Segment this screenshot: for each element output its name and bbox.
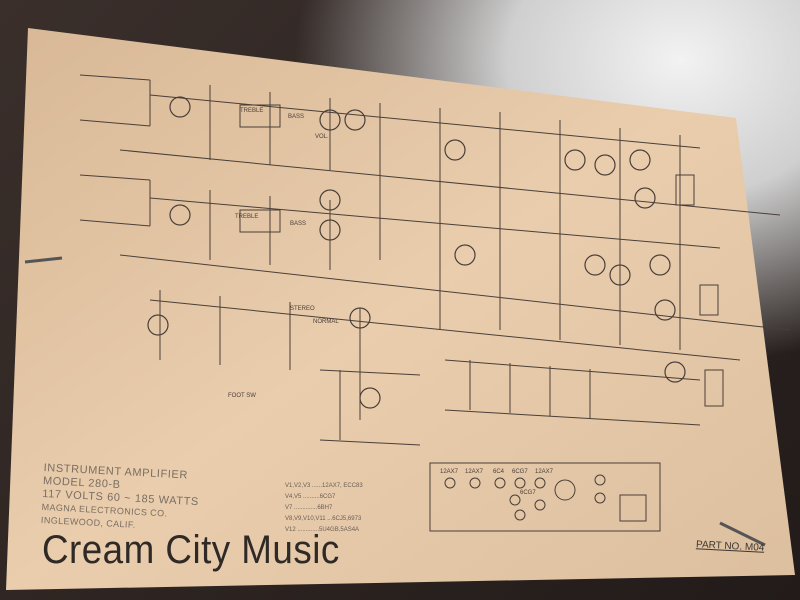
paper-sheet	[6, 28, 795, 590]
tube-type-v8: V8,V9,V10,V11 ...6CJ5,6973	[285, 516, 362, 522]
tube-symbols	[147, 96, 686, 409]
label-foot-sw: FOOT SW	[228, 393, 256, 399]
tube-type-v7: V7 ..............6BH7	[285, 505, 333, 511]
staple-right	[719, 521, 766, 547]
tube-list-3: 6C4	[493, 469, 505, 475]
tube-type-v12: V12 .............5U4GB,5AS4A	[285, 527, 359, 533]
label-normal: NORMAL	[313, 319, 339, 325]
label-bass: BASS	[290, 221, 306, 227]
label-treble: TREBLE	[235, 214, 258, 220]
staple-left	[24, 256, 63, 264]
circuit-lines	[79, 74, 791, 532]
tube-list-4: 6CG7	[512, 469, 528, 475]
label-bass-2: BASS	[288, 114, 304, 120]
tube-list-5: 6CG7	[520, 490, 536, 496]
tube-list-1: 12AX7	[440, 469, 459, 475]
tube-layout-panel	[444, 474, 647, 522]
label-stereo: STEREO	[290, 306, 315, 312]
tube-list-2: 12AX7	[465, 469, 484, 475]
label-treble-2: TREBLE	[240, 108, 263, 114]
label-vol: VOL.	[315, 134, 329, 140]
tube-type-v4: V4,V5 ..........6CG7	[285, 494, 336, 500]
tube-list-6: 12AX7	[535, 469, 554, 475]
watermark-text: Cream City Music	[42, 528, 340, 572]
tube-type-v1: V1,V2,V3 ......12AX7, ECC83	[285, 483, 363, 489]
